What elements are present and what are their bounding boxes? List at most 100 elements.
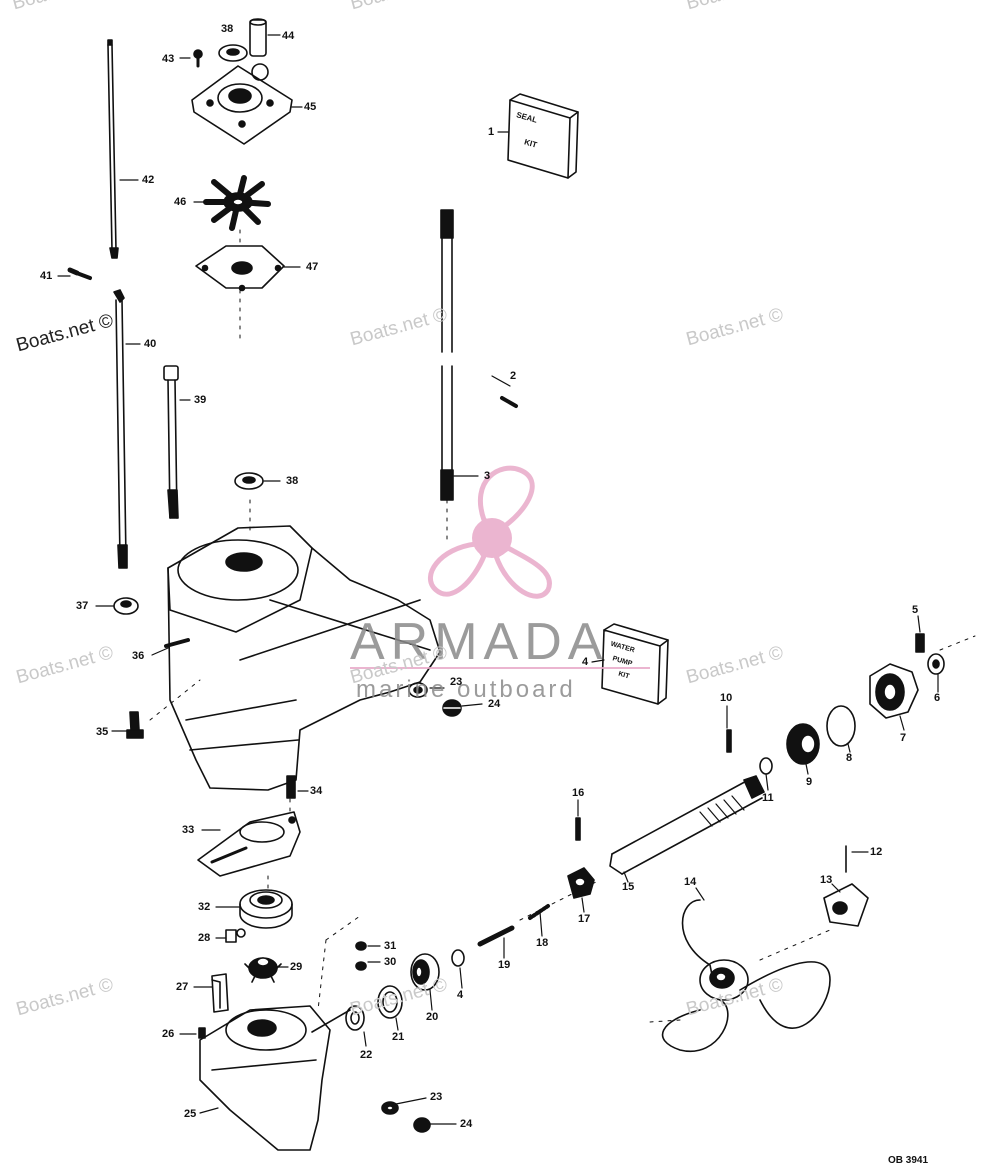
part-33-gasket <box>197 811 301 877</box>
callout-22: 22 <box>360 1049 373 1061</box>
upper-gearcase-housing <box>167 525 441 791</box>
callout-24b: 24 <box>460 1118 473 1130</box>
part-10-pin <box>726 729 732 753</box>
callout-11: 11 <box>762 792 774 804</box>
part-30-washer <box>355 961 367 971</box>
part-35-screw <box>126 711 144 739</box>
part-3-driveshaft <box>440 209 454 501</box>
callout-9: 9 <box>806 776 813 788</box>
callout-6: 6 <box>934 692 941 704</box>
callout-38: 38 <box>221 23 234 35</box>
callout-46: 46 <box>174 196 187 208</box>
callout-13: 13 <box>820 874 833 886</box>
callout-14: 14 <box>684 876 697 888</box>
part-23-seal-lower <box>381 1101 399 1115</box>
leader-lines <box>57 34 939 1125</box>
callout-18: 18 <box>536 937 549 949</box>
part-23-seal-upper <box>408 682 428 698</box>
part-47-plate <box>195 245 285 292</box>
callout-26: 26 <box>162 1028 175 1040</box>
callout-32: 32 <box>198 901 211 913</box>
callout-39: 39 <box>194 394 207 406</box>
callout-5: 5 <box>912 604 919 616</box>
callout-15: 15 <box>622 881 635 893</box>
part-5-screw <box>915 633 925 653</box>
part-29-pinion-gear <box>244 957 282 983</box>
callout-3: 3 <box>484 470 491 482</box>
callout-1: 1 <box>488 126 495 138</box>
part-37-washer <box>113 597 139 615</box>
part-7-bearing-carrier <box>869 663 919 719</box>
part-26-pin <box>198 1027 206 1039</box>
part-11-ring <box>759 757 773 775</box>
brand-tagline: marine outboard <box>356 676 576 703</box>
part-8-o-ring <box>826 705 856 747</box>
callout-33: 33 <box>182 824 195 836</box>
callout-27: 27 <box>176 981 189 993</box>
callout-25: 25 <box>184 1108 197 1120</box>
part-25-lower-gearcase <box>199 1005 351 1151</box>
callout-43: 43 <box>162 53 175 65</box>
callout-35: 35 <box>96 726 109 738</box>
part-24-plug-lower <box>413 1117 431 1133</box>
callout-4a: 4 <box>582 656 589 668</box>
callout-28: 28 <box>198 932 211 944</box>
part-34-stud <box>286 775 296 799</box>
part-14-propeller <box>661 899 831 1053</box>
part-16-pin <box>575 817 581 841</box>
part-4-ring <box>451 949 465 967</box>
part-43-screw <box>193 49 203 68</box>
part-31-nut <box>355 941 367 951</box>
drawing-reference: OB 3941 <box>888 1155 929 1166</box>
callout-12: 12 <box>870 846 883 858</box>
part-1-seal-kit <box>507 93 579 179</box>
part-38-seal-mid <box>234 472 264 490</box>
callout-17: 17 <box>578 913 591 925</box>
part-27-shift-cam <box>211 973 229 1013</box>
callout-23a: 23 <box>450 676 463 688</box>
callout-40: 40 <box>144 338 157 350</box>
callout-8: 8 <box>846 752 853 764</box>
callout-34: 34 <box>310 785 323 797</box>
callout-36: 36 <box>132 650 145 662</box>
callout-20: 20 <box>426 1011 439 1023</box>
part-46-impeller <box>203 175 271 231</box>
part-17-clutch-dog <box>567 867 595 899</box>
callout-16: 16 <box>572 787 585 799</box>
part-39-bolt <box>163 365 179 519</box>
callout-31: 31 <box>384 940 397 952</box>
part-20-forward-gear <box>410 953 440 991</box>
callout-45: 45 <box>304 101 317 113</box>
part-6-washer <box>927 653 945 675</box>
part-15-propeller-shaft <box>609 775 765 875</box>
callout-7: 7 <box>900 732 907 744</box>
part-21-bearing <box>377 985 403 1019</box>
callout-24a: 24 <box>488 698 501 710</box>
part-38-seal-top <box>218 44 248 62</box>
part-32-bearing <box>239 889 293 929</box>
callout-30: 30 <box>384 956 397 968</box>
callout-19: 19 <box>498 959 511 971</box>
callout-4b: 4 <box>457 989 464 1001</box>
callout-42: 42 <box>142 174 155 186</box>
callout-44: 44 <box>282 30 295 42</box>
callout-2: 2 <box>510 370 517 382</box>
part-19-pin <box>477 925 515 947</box>
alignment-lines <box>149 229 976 1023</box>
part-22-washer <box>345 1005 365 1031</box>
part-44-tube <box>249 18 267 57</box>
callout-29: 29 <box>290 961 303 973</box>
armada-propeller-logo <box>350 465 650 669</box>
callout-37: 37 <box>76 600 89 612</box>
part-9-reverse-gear <box>786 723 820 765</box>
callout-41: 41 <box>40 270 53 282</box>
part-45-pump-housing <box>191 63 293 145</box>
callout-10: 10 <box>720 692 733 704</box>
part-2-pin <box>500 396 518 408</box>
brand-name: ARMADA <box>350 613 609 671</box>
part-42-driveshaft-rod <box>107 39 119 259</box>
part-28-clip <box>225 928 246 943</box>
callout-38b: 38 <box>286 475 299 487</box>
